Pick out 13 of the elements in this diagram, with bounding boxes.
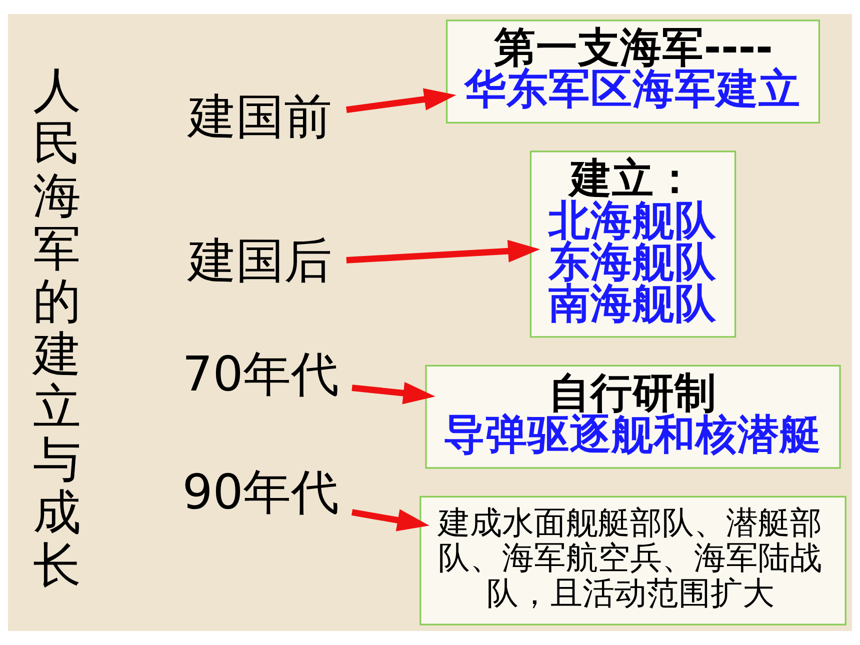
node-text: 建国后	[188, 232, 332, 289]
arrow	[352, 382, 436, 404]
node-text: 建国前	[188, 89, 332, 146]
node-box: 建立： 北海舰队 东海舰队 南海舰队	[530, 150, 736, 338]
node-text: 人民海军的建立与成长	[32, 62, 81, 594]
arrow	[346, 88, 456, 113]
arrow	[346, 240, 540, 264]
node-text: 70年代	[182, 346, 340, 402]
node-text: 90年代	[182, 464, 340, 521]
node-box: 建成水面舰艇部队、潜艇部队、海军航空兵、海军陆战队，且活动范围扩大	[420, 496, 846, 626]
arrow	[351, 509, 430, 532]
node-box: 自行研制 导弹驱逐舰和核潜艇	[425, 364, 841, 469]
node-box: 第一支海军---- 华东军区海军建立	[446, 20, 820, 124]
